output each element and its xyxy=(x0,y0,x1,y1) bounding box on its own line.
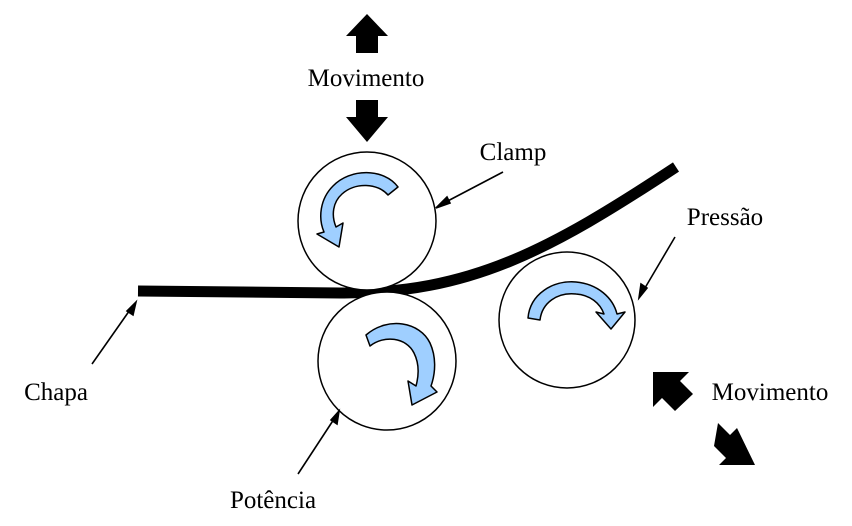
arrow-up-left-icon xyxy=(653,372,693,411)
arrow-down-icon xyxy=(346,100,388,142)
clamp-leader-line xyxy=(441,171,504,205)
clamp-roller xyxy=(297,151,437,291)
power-roller xyxy=(317,291,457,431)
pressure-roller xyxy=(498,251,636,389)
movement-right-label: Movimento xyxy=(712,379,829,406)
rotation-arrow-clamp-icon xyxy=(316,171,399,248)
pressure-leader-arrowhead-icon xyxy=(637,282,649,301)
rotation-arrow-pressure-icon xyxy=(527,281,626,330)
pressure-leader-line xyxy=(641,236,676,294)
pressure-label: Pressão xyxy=(687,204,763,231)
power-leader-line xyxy=(297,415,337,475)
sheet-plate xyxy=(137,162,680,299)
sheet-leader-arrowhead-icon xyxy=(125,299,138,317)
clamp-leader-arrowhead-icon xyxy=(435,195,452,209)
sheet-label: Chapa xyxy=(24,379,88,406)
clamp-label: Clamp xyxy=(480,139,547,166)
power-label: Potência xyxy=(230,487,316,514)
arrow-down-right-icon xyxy=(714,423,755,465)
power-leader-arrowhead-icon xyxy=(329,408,341,426)
sheet-leader-line xyxy=(91,306,133,365)
arrow-up-icon xyxy=(346,14,388,53)
rotation-arrow-power-icon xyxy=(365,322,438,406)
movement-top-label: Movimento xyxy=(308,65,425,92)
